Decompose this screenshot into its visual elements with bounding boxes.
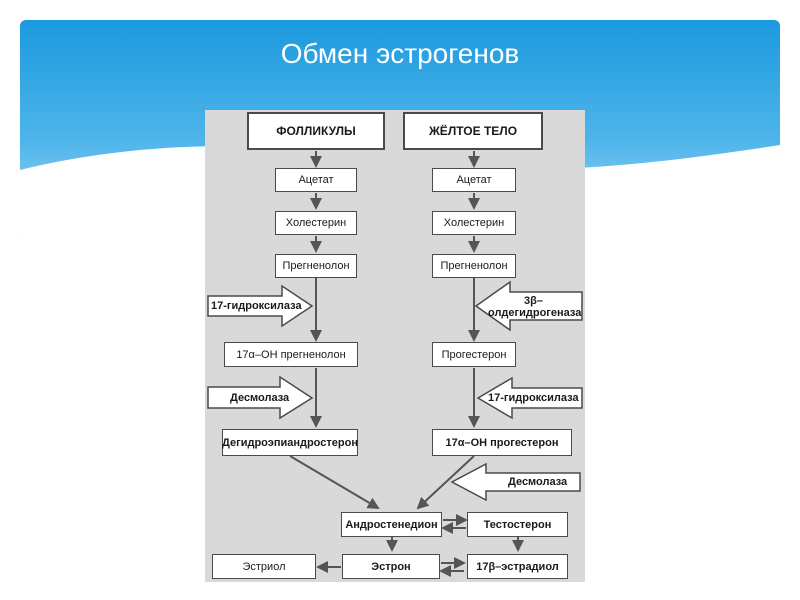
box-right-cholesterol: Холестерин <box>432 211 516 235</box>
box-right-acetate: Ацетат <box>432 168 516 192</box>
box-corpus-luteum: ЖЁЛТОЕ ТЕЛО <box>403 112 543 150</box>
enzyme-17-hydroxylase-left: 17-гидроксилаза <box>211 300 302 312</box>
slide-title: Обмен эстрогенов <box>280 38 520 69</box>
box-left-pregnenolone: Прегненолон <box>275 254 357 278</box>
box-oh-pregnenolone: 17α–ОН прегненолон <box>224 342 358 367</box>
box-androstenedione: Андростенедион <box>341 512 442 537</box>
box-progesterone: Прогестерон <box>432 342 516 367</box>
enzyme-3b-line2: олдегидрогеназа <box>488 307 582 319</box>
enzyme-arrow-right-2 <box>476 376 583 420</box>
box-left-cholesterol: Холестерин <box>275 211 357 235</box>
box-oh-progesterone: 17α–ОН прогестерон <box>432 429 572 456</box>
box-follicles: ФОЛЛИКУЛЫ <box>247 112 385 150</box>
enzyme-3b-line1: 3β– <box>524 295 543 307</box>
box-left-acetate: Ацетат <box>275 168 357 192</box>
box-estrone: Эстрон <box>342 554 440 579</box>
arrow-dhea-androstenedione <box>289 455 380 510</box>
enzyme-arrow-right-1 <box>474 280 583 332</box>
arrow-ohprog-androstenedione <box>416 455 475 510</box>
enzyme-desmolase-right: Десмолаза <box>508 476 568 488</box>
enzyme-17-hydroxylase-right: 17-гидроксилаза <box>488 392 579 404</box>
box-estriol: Эстриол <box>212 554 316 579</box>
enzyme-arrow-left-1 <box>207 284 314 328</box>
box-dhea: Дегидроэпиандростерон <box>222 429 358 456</box>
box-testosterone: Тестостерон <box>467 512 568 537</box>
enzyme-desmolase-left: Десмолаза <box>230 392 290 404</box>
enzyme-arrow-right-3 <box>450 462 581 502</box>
box-estradiol: 17β–эстрадиол <box>467 554 568 579</box>
box-right-pregnenolone: Прегненолон <box>432 254 516 278</box>
enzyme-arrow-left-2 <box>207 375 314 420</box>
